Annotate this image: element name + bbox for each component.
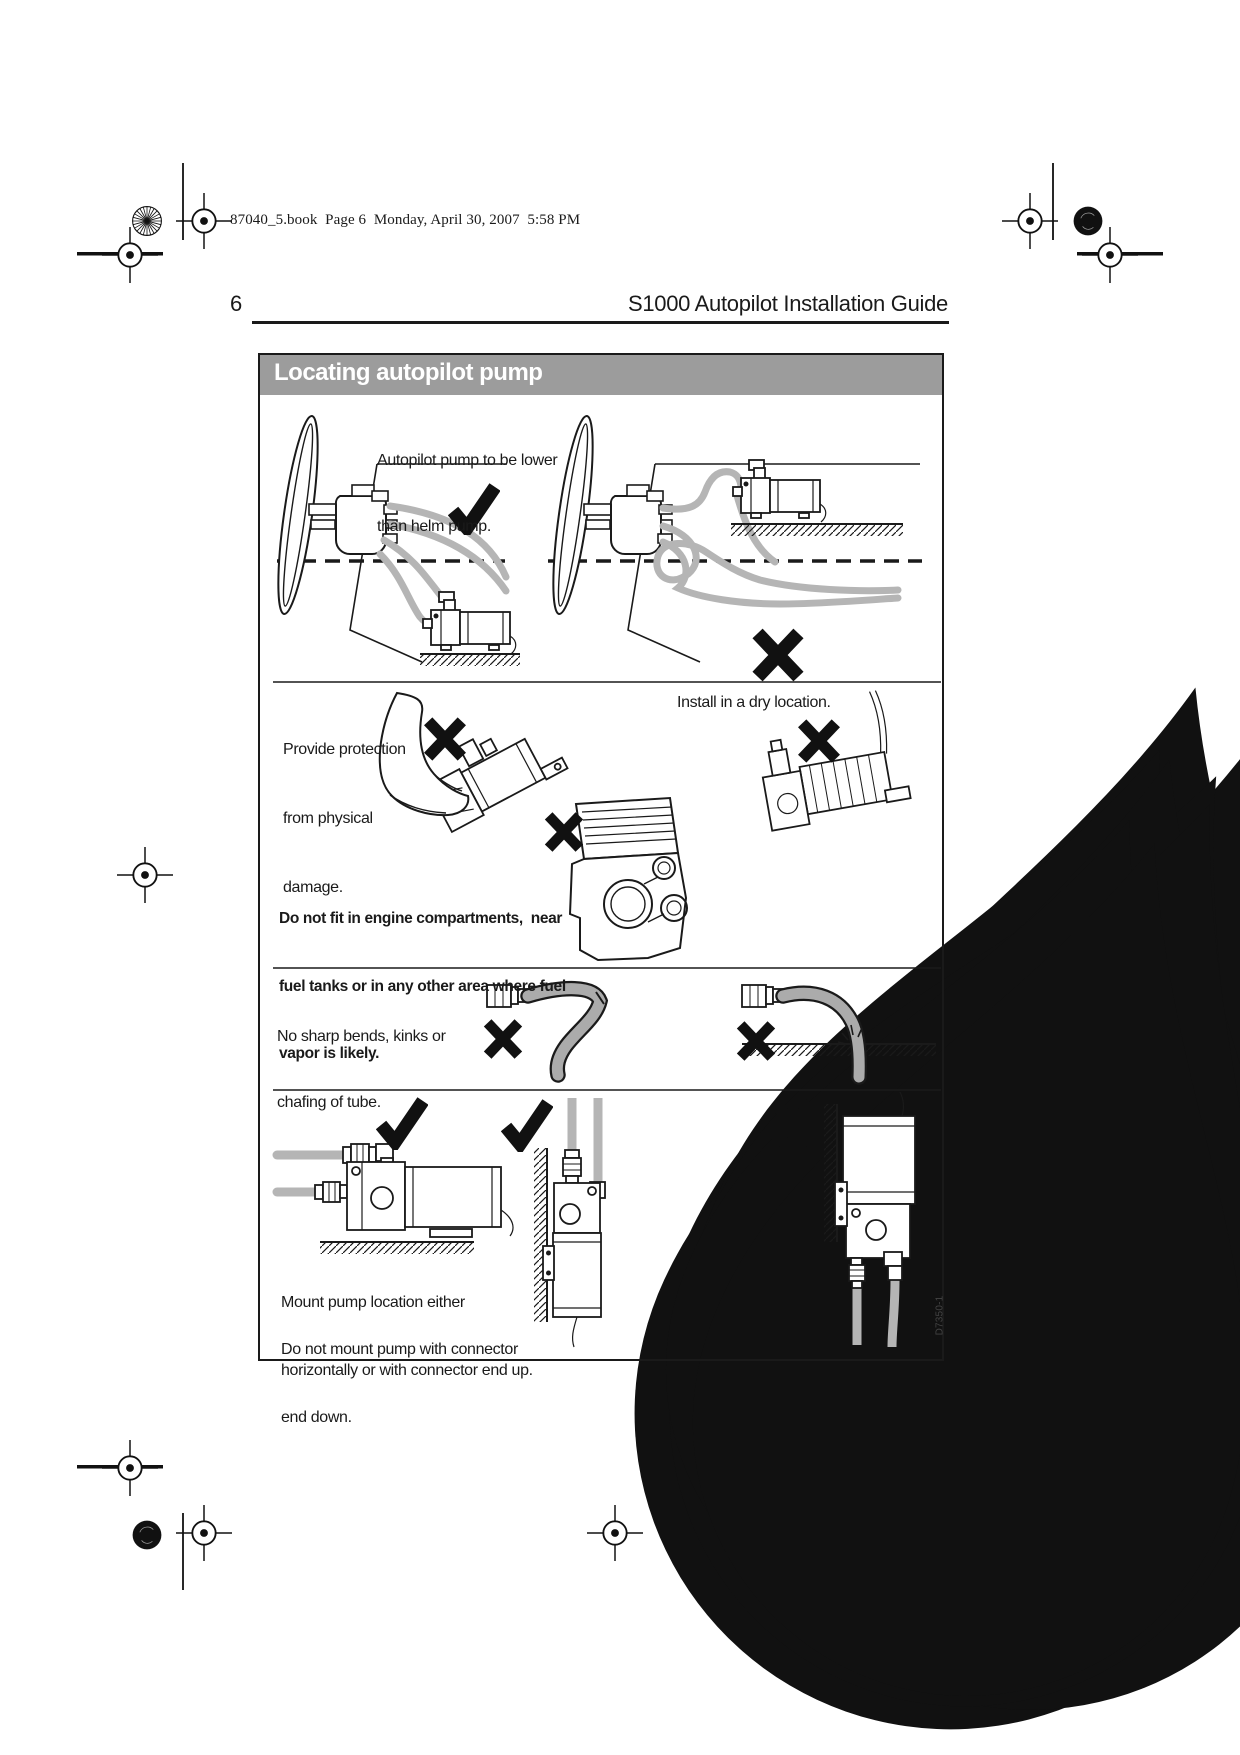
locating-pump-panel: Locating autopilot pump xyxy=(258,353,944,1361)
registration-target-icon xyxy=(1002,193,1058,249)
floor-hatching xyxy=(420,655,520,666)
warning-fuel-vapor: Do not fit in engine compartments, near … xyxy=(279,910,566,1062)
document-title: S1000 Autopilot Installation Guide xyxy=(627,291,948,316)
chafing-hose xyxy=(741,984,936,1085)
header-rule xyxy=(252,321,949,324)
color-patch-icon xyxy=(1073,206,1103,236)
panel-title: Locating autopilot pump xyxy=(274,359,543,386)
caption-protection: Provide protection from physical damage. xyxy=(283,741,406,896)
panel-titlebar: Locating autopilot pump xyxy=(260,355,942,395)
color-patch-icon xyxy=(132,1520,162,1550)
illustration-pump-height xyxy=(269,413,922,677)
registration-target-icon xyxy=(176,193,232,249)
kinked-hose xyxy=(486,981,609,1083)
starburst-mark-icon xyxy=(132,206,162,236)
floor-hatching xyxy=(320,1243,474,1254)
caption-dry-location: Install in a dry location. xyxy=(677,694,831,711)
caption-mounting-dont: Do not mount pump with connector end dow… xyxy=(281,1341,518,1426)
illustration-physical-damage xyxy=(378,617,1240,1755)
shelf-hatching xyxy=(731,525,903,536)
proof-header: 87040_5.book Page 6 Monday, April 30, 20… xyxy=(230,212,581,228)
engine xyxy=(568,796,688,962)
illustration-mounting xyxy=(272,1091,916,1348)
pump-vertical-up xyxy=(534,1098,606,1348)
boot xyxy=(378,691,470,817)
wall-hatching xyxy=(824,1104,837,1242)
registration-target-icon xyxy=(176,1505,232,1561)
registration-target-icon xyxy=(117,847,173,903)
pump-vertical-down xyxy=(824,1091,916,1348)
wet-pump xyxy=(761,690,912,832)
chafe-spark xyxy=(837,1024,863,1045)
edge-hatching xyxy=(742,1045,936,1056)
caption-pump-height: Autopilot pump to be lower than helm pum… xyxy=(377,452,558,535)
registration-target-icon xyxy=(1082,227,1138,283)
registration-target-icon xyxy=(587,1505,643,1561)
caption-tubing: No sharp bends, kinks or chafing of tube… xyxy=(277,1028,446,1111)
pump-horizontal xyxy=(272,1143,514,1254)
drawing-number: D7350-1 xyxy=(934,1295,946,1336)
caption-mounting-do: Mount pump location either horizontally … xyxy=(281,1294,533,1379)
illustration-tubing xyxy=(486,981,936,1085)
registration-target-icon xyxy=(102,1440,158,1496)
page-number: 6 xyxy=(230,291,242,316)
